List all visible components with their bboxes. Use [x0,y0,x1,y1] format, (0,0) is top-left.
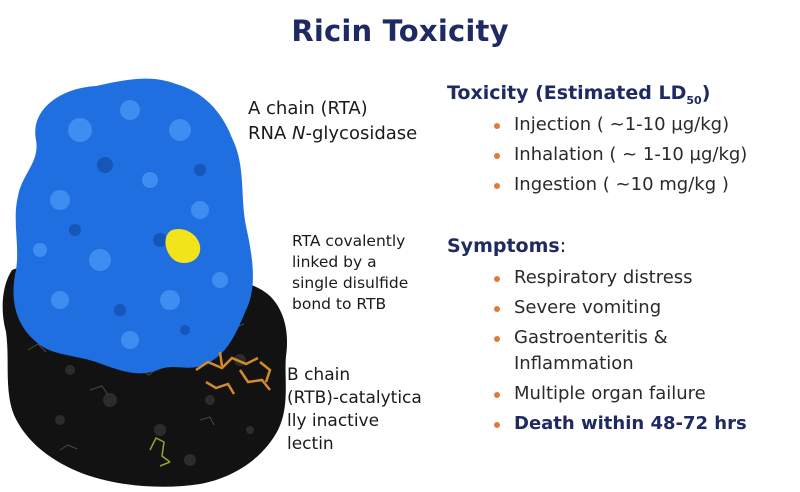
a-chain-surface [13,78,253,374]
list-item: Multiple organ failure [494,379,747,409]
ricin-protein-surface [2,78,288,487]
bullet-dot-icon [494,422,500,428]
bullet-dot-icon [494,183,500,189]
glycan-sticks [195,351,272,395]
green-sticks [149,436,171,467]
list-item: Respiratory distress [494,263,747,293]
toxicity-heading: Toxicity (Estimated LD50) [447,82,711,107]
a-chain-highlights [33,100,228,349]
symptoms-list: Respiratory distress Severe vomiting Gas… [494,263,747,439]
list-item: Injection ( ~1-10 µg/kg) [494,110,747,140]
list-item: Ingestion ( ~10 mg/kg ) [494,170,747,200]
bullet-dot-icon [494,336,500,342]
a-chain-label-line2: RNA N-glycosidase [248,123,418,144]
page-title: Ricin Toxicity [291,14,509,48]
ricin-structure-figure [0,70,300,492]
b-chain-label: B chain (RTB)-catalytica lly inactive le… [287,365,422,454]
list-item-emphasis: Death within 48-72 hrs [494,409,747,439]
a-chain-label-line1: A chain (RTA) [248,98,368,119]
disulfide-bond [165,228,201,264]
bullet-dot-icon [494,306,500,312]
list-item: Severe vomiting [494,293,747,323]
bullet-dot-icon [494,153,500,159]
bullet-dot-icon [494,123,500,129]
a-chain-shadows [69,157,206,335]
bullet-dot-icon [494,392,500,398]
a-chain-label: A chain (RTA) RNA N-glycosidase [248,96,417,146]
toxicity-list: Injection ( ~1-10 µg/kg) Inhalation ( ~ … [494,110,747,200]
b-chain-texture [34,314,254,466]
list-item: Inhalation ( ~ 1-10 µg/kg) [494,140,747,170]
bullet-dot-icon [494,276,500,282]
symptoms-heading: Symptoms: [447,235,567,257]
list-item: Gastroenteritis &Inflammation [494,323,747,379]
disulfide-link-label: RTA covalently linked by a single disulf… [292,232,409,313]
